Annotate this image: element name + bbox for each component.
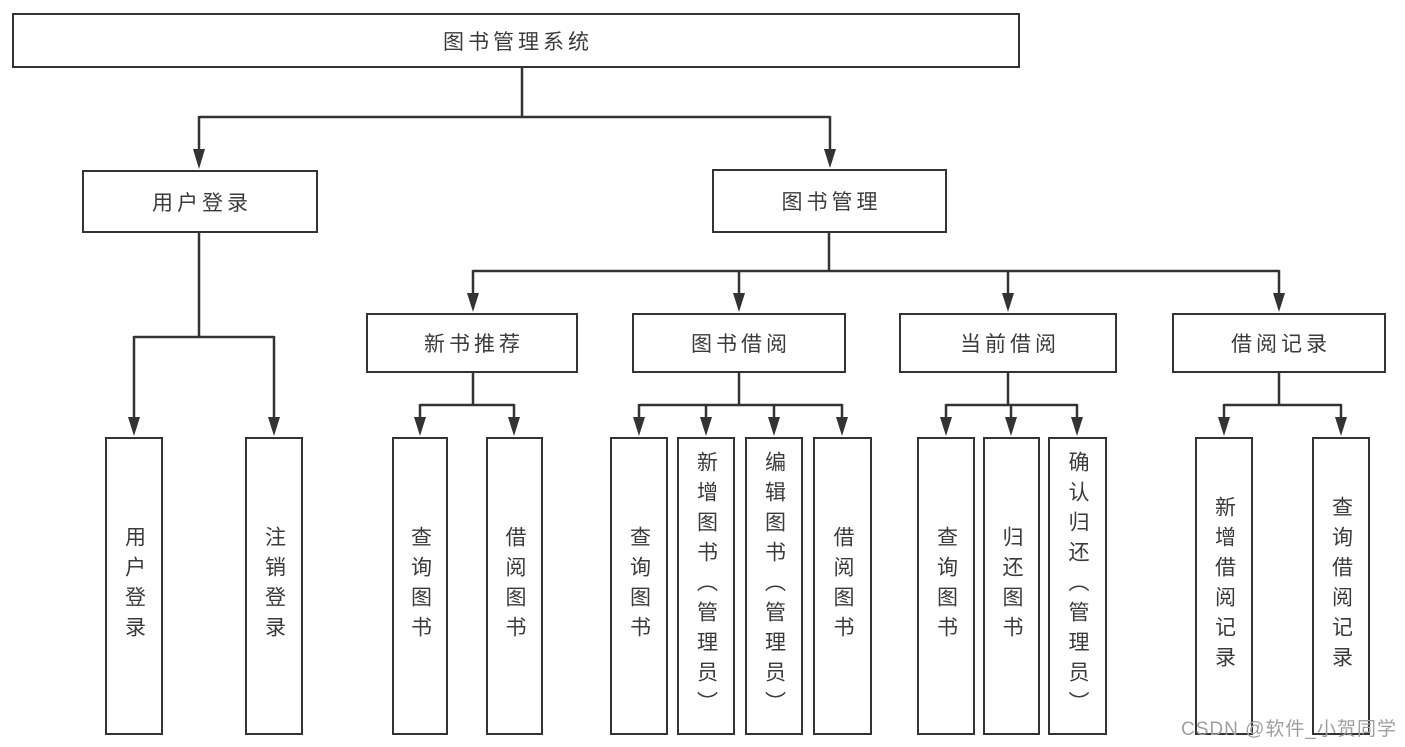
leaf-query-borrow-record: 查询借阅记录 — [1312, 437, 1370, 735]
leaf-query-books-recommend-label: 查询图书 — [408, 526, 432, 646]
connector-userlogin-to-children — [128, 233, 280, 436]
connector-newbooks-to-children — [414, 373, 520, 436]
leaf-logout-label: 注销登录 — [262, 526, 286, 646]
node-new-book-recommend-label: 新书推荐 — [424, 333, 524, 356]
leaf-query-borrow-record-label: 查询借阅记录 — [1329, 496, 1353, 676]
node-book-borrowing: 图书借阅 — [632, 313, 846, 373]
leaf-query-books-borrowing-label: 查询图书 — [627, 526, 651, 646]
connector-bookborrow-to-children — [633, 373, 848, 436]
leaf-user-login-label: 用户登录 — [122, 526, 146, 646]
leaf-add-books-admin: 新增图书（管理员） — [677, 437, 735, 735]
leaf-query-books-recommend: 查询图书 — [392, 437, 448, 735]
node-book-borrowing-label: 图书借阅 — [691, 333, 791, 356]
node-user-login-module: 用户登录 — [82, 170, 318, 233]
csdn-watermark: CSDN @软件_小贺同学 — [1181, 719, 1397, 740]
leaf-user-login: 用户登录 — [105, 437, 163, 735]
node-borrow-records-label: 借阅记录 — [1231, 333, 1331, 356]
leaf-add-borrow-record-label: 新增借阅记录 — [1212, 496, 1236, 676]
node-new-book-recommend: 新书推荐 — [366, 313, 578, 373]
connector-borrowrecords-to-children — [1218, 373, 1347, 436]
leaf-confirm-return-admin: 确认归还（管理员） — [1048, 437, 1107, 735]
leaf-edit-books-admin: 编辑图书（管理员） — [745, 437, 803, 735]
leaf-confirm-return-admin-label: 确认归还（管理员） — [1066, 451, 1089, 721]
node-book-management-module: 图书管理 — [712, 169, 947, 233]
leaf-borrow-books-label: 借阅图书 — [831, 526, 854, 646]
connector-currentborrow-to-children — [940, 373, 1083, 436]
node-book-management-label: 图书管理 — [781, 191, 882, 214]
node-root-system: 图书管理系统 — [12, 13, 1020, 68]
leaf-add-borrow-record: 新增借阅记录 — [1195, 437, 1253, 735]
node-borrow-records: 借阅记录 — [1172, 313, 1386, 373]
node-user-login-label: 用户登录 — [152, 191, 252, 215]
node-current-borrowing: 当前借阅 — [899, 313, 1117, 373]
leaf-borrow-books-recommend-label: 借阅图书 — [503, 526, 526, 646]
node-current-borrowing-label: 当前借阅 — [960, 333, 1060, 356]
node-root-label: 图书管理系统 — [443, 30, 593, 54]
leaf-return-books-label: 归还图书 — [1000, 526, 1023, 646]
leaf-return-books: 归还图书 — [983, 437, 1040, 735]
connector-bookmgmt-to-level3 — [467, 233, 1285, 312]
leaf-query-books-borrowing: 查询图书 — [610, 437, 668, 735]
leaf-borrow-books-recommend: 借阅图书 — [486, 437, 543, 735]
leaf-add-books-admin-label: 新增图书（管理员） — [694, 451, 718, 721]
leaf-query-books-current: 查询图书 — [917, 437, 975, 735]
leaf-borrow-books: 借阅图书 — [813, 437, 872, 735]
connector-root-to-level2 — [193, 67, 836, 169]
leaf-query-books-current-label: 查询图书 — [934, 526, 958, 646]
leaf-edit-books-admin-label: 编辑图书（管理员） — [762, 451, 786, 721]
leaf-logout: 注销登录 — [245, 437, 303, 735]
